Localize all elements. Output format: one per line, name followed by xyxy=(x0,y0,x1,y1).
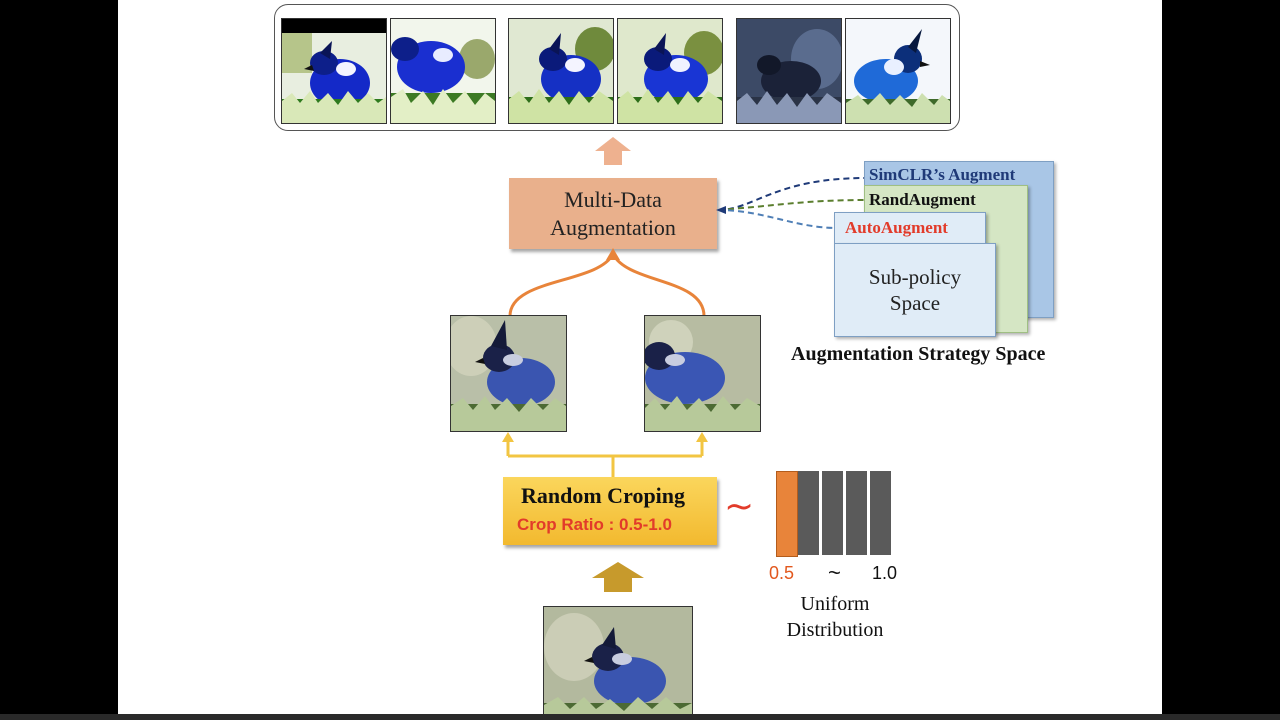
distribution-bar xyxy=(846,471,867,555)
augmented-image-2 xyxy=(390,18,496,124)
merge-curves xyxy=(508,248,706,317)
distribution-bar xyxy=(870,471,891,555)
distribution-tick-mid: ~ xyxy=(828,560,841,585)
slide: Multi-Data Augmentation SimCLR’s Augment… xyxy=(118,0,1162,720)
sub-policy-space-box: Sub-policy Space xyxy=(834,243,996,337)
sub-policy-line1: Sub-policy xyxy=(868,265,962,289)
up-arrow-orange-icon xyxy=(595,137,631,165)
distribution-bar xyxy=(822,471,843,555)
distribution-tick-low: 0.5 xyxy=(769,563,795,583)
crop-ratio-label: Crop Ratio : 0.5-1.0 xyxy=(517,515,672,534)
simclr-augment-label: SimCLR’s Augment xyxy=(869,165,1016,184)
sampling-tilde: ~ xyxy=(724,486,755,527)
augmented-image-5 xyxy=(736,18,842,124)
distribution-bar-highlight xyxy=(776,471,798,557)
random-cropping-box: Random Croping Crop Ratio : 0.5-1.0 xyxy=(503,477,717,545)
distribution-bar xyxy=(798,471,819,555)
autoaugment-label: AutoAugment xyxy=(845,218,948,237)
multi-data-augmentation-line2: Augmentation xyxy=(550,214,676,240)
augmentation-strategy-space-label: Augmentation Strategy Space xyxy=(791,343,1046,365)
cropped-image-left xyxy=(450,315,567,432)
original-image xyxy=(543,606,693,720)
bottom-bar xyxy=(0,714,1280,720)
uniform-label-line1: Uniform xyxy=(800,593,870,615)
strategy-connectors xyxy=(716,177,867,229)
cropped-image-right xyxy=(644,315,761,432)
up-arrow-gold-icon xyxy=(592,562,644,592)
multi-data-augmentation-box: Multi-Data Augmentation xyxy=(509,178,717,249)
distribution-tick-high: 1.0 xyxy=(872,563,898,583)
augmented-image-3 xyxy=(508,18,614,124)
autoaugment-card: AutoAugment xyxy=(834,212,986,244)
uniform-distribution-label: Uniform Distribution xyxy=(773,591,897,643)
multi-data-augmentation-line1: Multi-Data xyxy=(564,186,662,212)
fork-arrows xyxy=(502,432,708,478)
sub-policy-line2: Space xyxy=(889,291,941,315)
uniform-label-line2: Distribution xyxy=(786,619,884,641)
randaugment-label: RandAugment xyxy=(869,190,976,209)
augmented-image-1 xyxy=(281,18,387,124)
augmented-image-4 xyxy=(617,18,723,124)
random-cropping-title: Random Croping xyxy=(521,483,686,508)
augmented-image-6 xyxy=(845,18,951,124)
